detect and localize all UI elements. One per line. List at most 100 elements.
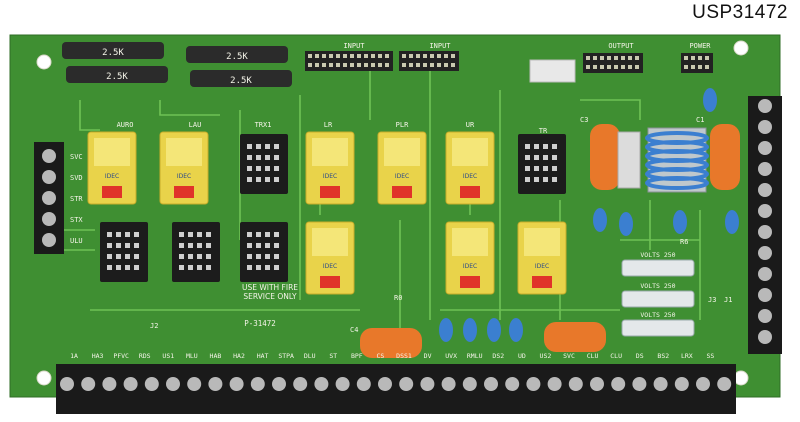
terminal-label: CLU <box>587 352 599 360</box>
header-pin <box>378 63 382 67</box>
terminal-label: PFVC <box>113 352 129 360</box>
terminal-screw <box>590 377 604 391</box>
relay-indicator <box>460 276 480 288</box>
connector-label: J2 <box>150 322 158 330</box>
connector-label: J3 <box>708 296 716 304</box>
disc-capacitor <box>725 210 739 234</box>
relay-indicator <box>460 186 480 198</box>
terminal-screw <box>187 377 202 391</box>
socket-contact <box>274 155 279 160</box>
terminal-screw <box>758 225 772 239</box>
relay-label: PLR <box>396 121 409 129</box>
header-pin <box>635 56 639 60</box>
socket-contact <box>206 243 211 248</box>
terminal-label: HAT <box>257 352 269 360</box>
socket-contact <box>107 265 112 270</box>
terminal-label: DS2 <box>492 352 504 360</box>
terminal-label: LRX <box>681 352 693 360</box>
terminal-label: SVC <box>563 352 575 360</box>
disc-capacitors <box>439 88 739 342</box>
fuse-group: VOLTS 250 VOLTS 250 VOLTS 250 <box>621 251 695 337</box>
socket-contact <box>543 166 548 171</box>
terminal-label: SVD <box>70 174 83 182</box>
header-pin <box>593 65 597 69</box>
socket-contact <box>134 232 139 237</box>
terminal-label: CLU <box>610 352 622 360</box>
socket-contact <box>265 254 270 259</box>
terminal-label: DS <box>636 352 644 360</box>
socket-contact <box>256 254 261 259</box>
header-pin <box>698 65 702 69</box>
header-pin <box>684 65 688 69</box>
header-pin <box>444 63 448 67</box>
header-pin <box>357 63 361 67</box>
terminal-label: DSS1 <box>396 352 412 360</box>
part-number-label: USP31472 <box>692 2 788 23</box>
header-pin <box>322 54 326 58</box>
terminal-screw <box>526 377 541 391</box>
header-pin <box>385 54 389 58</box>
header-pin <box>698 56 702 60</box>
connector-label: J1 <box>724 296 732 304</box>
trace-group <box>60 60 701 330</box>
socket-contact <box>274 144 279 149</box>
socket-contact <box>265 144 270 149</box>
header-pin <box>409 54 413 58</box>
header-pin <box>329 63 333 67</box>
relay-socket <box>518 134 566 194</box>
socket-contact <box>179 243 184 248</box>
socket-contact <box>206 254 211 259</box>
header-pin <box>329 54 333 58</box>
relay-window <box>524 228 560 256</box>
socket-contact <box>552 177 557 182</box>
glass-fuse <box>621 319 695 337</box>
terminal-screw <box>42 233 56 247</box>
terminal-label: RMLU <box>467 352 483 360</box>
capacitor-label: C1 <box>696 116 704 124</box>
terminal-label: SS <box>707 352 715 360</box>
terminal-screw <box>505 377 520 391</box>
relay-window <box>312 228 348 256</box>
socket-contact <box>125 265 130 270</box>
terminal-label: MLU <box>186 352 198 360</box>
header-pin <box>684 56 688 60</box>
socket-contact <box>274 177 279 182</box>
terminal-label: UD <box>518 352 526 360</box>
glass-fuse <box>621 290 695 308</box>
terminal-screw <box>42 170 56 184</box>
terminal-screw <box>758 267 772 281</box>
socket-contact <box>534 166 539 171</box>
socket-contact <box>552 144 557 149</box>
header-pin <box>350 63 354 67</box>
service-note-line: SERVICE ONLY <box>243 292 297 301</box>
header-pin <box>371 63 375 67</box>
terminal-screw <box>123 377 138 391</box>
ic-sticker <box>529 59 576 83</box>
socket-contact <box>116 254 121 259</box>
header-pin <box>416 63 420 67</box>
terminal-screw <box>758 309 772 323</box>
header-pin <box>451 63 455 67</box>
header-pin <box>593 56 597 60</box>
socket-contact <box>179 254 184 259</box>
relay-indicator <box>102 186 122 198</box>
header-pin <box>437 63 441 67</box>
socket-contact <box>256 243 261 248</box>
header-pin <box>691 56 695 60</box>
header-pin <box>423 54 427 58</box>
header-pin <box>607 56 611 60</box>
resistor-value: 2.5K <box>226 52 248 62</box>
relay-indicator <box>320 186 340 198</box>
header-pin <box>705 65 709 69</box>
socket-contact <box>543 155 548 160</box>
terminal-screw <box>42 149 56 163</box>
terminal-screw <box>420 377 435 391</box>
relay-brand: IDEC <box>463 263 477 270</box>
header-pin <box>705 56 709 60</box>
mounting-hole <box>36 54 52 70</box>
terminal-label: DLU <box>304 352 316 360</box>
service-note-line: USE WITH FIRE <box>242 283 298 292</box>
capacitors: C3 C4 C1 <box>350 116 740 358</box>
